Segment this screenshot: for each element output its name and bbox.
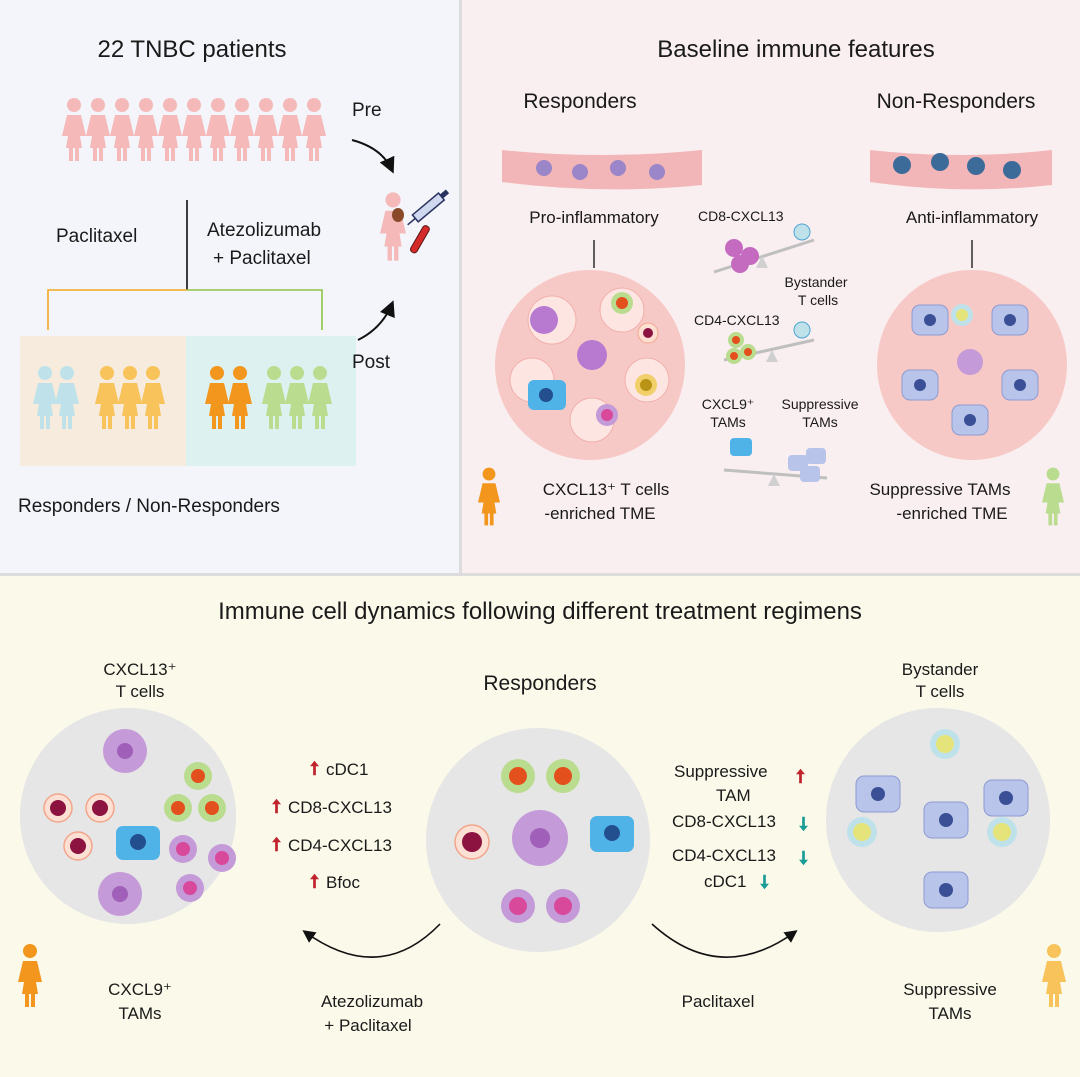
cxcl9-tams-label: CXCL9⁺ [701, 396, 755, 412]
right-tme-caption: Suppressive TAMs [869, 480, 1011, 499]
study-design-graphics [20, 98, 450, 466]
paclitaxel-arrow-label: Paclitaxel [681, 992, 755, 1011]
right-tme-caption-2: -enriched TME [896, 504, 1008, 523]
left-top-label-2: T cells [115, 682, 165, 701]
post-label: Post [352, 352, 391, 373]
cd8-cxcl13-label: CD8-CXCL13 [698, 208, 784, 224]
right-bottom-label: Suppressive [903, 980, 997, 999]
up-item-cd4: CD4-CXCL13 [288, 836, 392, 855]
dynamics-title: Immune cell dynamics following different… [218, 598, 862, 625]
baseline-graphics [478, 150, 1067, 526]
panel-dynamics: Immune cell dynamics following different… [0, 576, 1080, 1077]
atezolizumab-arm-label-2: + Paclitaxel [213, 248, 311, 269]
suppressive-tams-label: Suppressive [781, 396, 859, 412]
left-bottom-label-2: TAMs [118, 1004, 162, 1023]
right-bottom-label-2: TAMs [928, 1004, 972, 1023]
left-bottom-label: CXCL9⁺ [108, 980, 172, 999]
center-responders-label: Responders [483, 672, 597, 695]
pro-inflammatory-label: Pro-inflammatory [529, 208, 659, 227]
up-item-cdc1: cDC1 [326, 760, 369, 779]
down-item-cdc1: cDC1 [704, 872, 747, 891]
bystander-label: Bystander [784, 274, 848, 290]
cd4-cxcl13-label: CD4-CXCL13 [694, 312, 780, 328]
panel-baseline: Baseline immune features Responders Non-… [462, 0, 1080, 573]
panel-study-design: 22 TNBC patients Pre Post Paclitaxel Ate… [0, 0, 460, 573]
baseline-title: Baseline immune features [657, 36, 935, 63]
responders-footer: Responders / Non-Responders [18, 496, 280, 517]
dendritic-cell-icon [530, 306, 607, 370]
up-item-bfoc: Bfoc [326, 873, 361, 892]
study-title: 22 TNBC patients [97, 36, 287, 63]
cxcl9-tams-label-2: TAMs [710, 414, 746, 430]
atezolizumab-arm-label: Atezolizumab [207, 220, 322, 241]
paclitaxel-arm-label: Paclitaxel [56, 226, 138, 247]
bystander-label-2: T cells [797, 292, 839, 308]
left-tme-caption-2: -enriched TME [544, 504, 656, 523]
left-cell-circle [20, 708, 236, 924]
down-item-cd4: CD4-CXCL13 [672, 846, 776, 865]
up-item-cd8: CD8-CXCL13 [288, 798, 392, 817]
right-top-label-2: T cells [915, 682, 965, 701]
responders-heading: Responders [523, 90, 637, 113]
right-top-label: Bystander [901, 660, 979, 679]
pre-label: Pre [352, 100, 382, 121]
left-top-label: CXCL13⁺ [103, 660, 177, 679]
anti-inflammatory-label: Anti-inflammatory [905, 208, 1039, 227]
patient-biopsy-icon [380, 189, 450, 261]
down-item-tam: TAM [716, 786, 751, 805]
atezolizumab-arrow-label: Atezolizumab [320, 992, 424, 1011]
down-item-cd8: CD8-CXCL13 [672, 812, 776, 831]
down-item-suppressive: Suppressive [674, 762, 768, 781]
dynamics-graphics [18, 708, 1066, 1007]
atezolizumab-arrow-label-2: + Paclitaxel [324, 1016, 412, 1035]
patient-group-icon [62, 98, 326, 161]
suppressive-tams-label-2: TAMs [802, 414, 838, 430]
left-tme-caption: CXCL13⁺ T cells [542, 480, 670, 499]
non-responders-heading: Non-Responders [876, 90, 1036, 113]
